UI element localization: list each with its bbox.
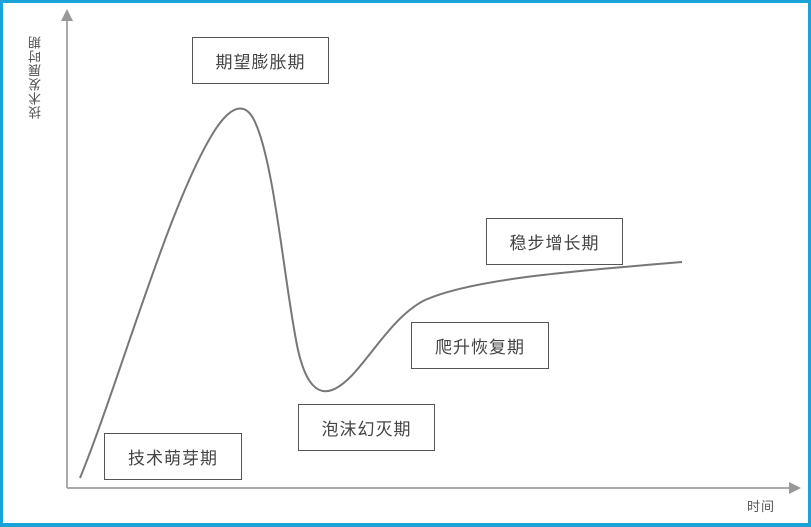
phase-peak-box: 期望膨胀期 xyxy=(192,37,329,84)
phase-plateau-box: 稳步增长期 xyxy=(486,218,623,265)
phase-slope-box: 爬升恢复期 xyxy=(411,322,549,369)
phase-peak-label: 期望膨胀期 xyxy=(215,53,306,73)
phase-trigger-box: 技术萌芽期 xyxy=(104,433,242,480)
x-axis-arrow-icon xyxy=(789,482,801,494)
x-axis-label: 时间 xyxy=(747,500,776,515)
hype-curve xyxy=(79,107,683,479)
y-axis-arrow-icon xyxy=(61,9,73,21)
phase-trough-box: 泡沫幻灭期 xyxy=(298,404,435,451)
phase-trough-label: 泡沫幻灭期 xyxy=(321,420,412,440)
phase-slope-label: 爬升恢复期 xyxy=(435,338,525,358)
y-axis-label: 技术发展时期 xyxy=(29,35,44,119)
phase-trigger-label: 技术萌芽期 xyxy=(128,449,218,469)
phase-plateau-label: 稳步增长期 xyxy=(509,234,600,254)
